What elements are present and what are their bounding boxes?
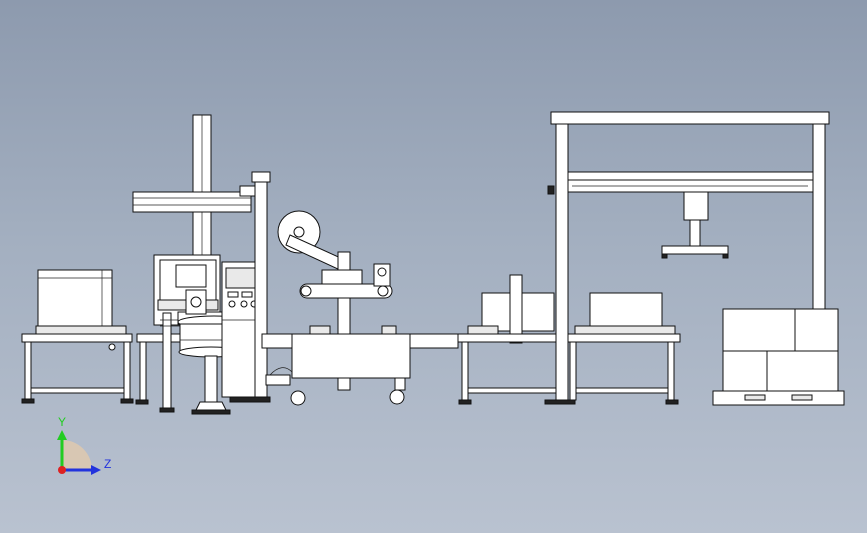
stack-box-2 [794,308,839,352]
hmi-screen [225,267,259,289]
label-arm-post [254,171,268,398]
y-axis-label: Y [58,415,66,429]
gantry-leg-left [555,123,569,401]
stack-box-1 [722,308,796,352]
vertical-gantry [132,114,257,256]
axis-triad: Y Z [57,415,111,475]
left-conveyor-table [21,269,134,404]
gantry-arm [132,191,252,213]
center-conveyor [261,325,459,406]
gantry-beam [550,111,830,125]
table-top [21,333,133,343]
stack-box-4 [766,350,839,392]
pallet-stack [712,308,845,406]
control-cabinet [221,171,271,403]
right-conveyor-tables [457,274,681,405]
pallet [712,390,845,406]
carton-box-left [37,269,113,329]
stack-box-3 [722,350,768,392]
z-axis-label: Z [104,457,111,471]
gantry-leg-right [812,123,826,310]
origin-icon [58,466,66,474]
carton-box-right [589,292,663,332]
palletizing-gantry [547,111,830,401]
z-arrow-icon [91,465,101,475]
triad-sector [62,440,92,470]
y-arrow-icon [57,430,67,440]
gripper-head [683,191,709,221]
